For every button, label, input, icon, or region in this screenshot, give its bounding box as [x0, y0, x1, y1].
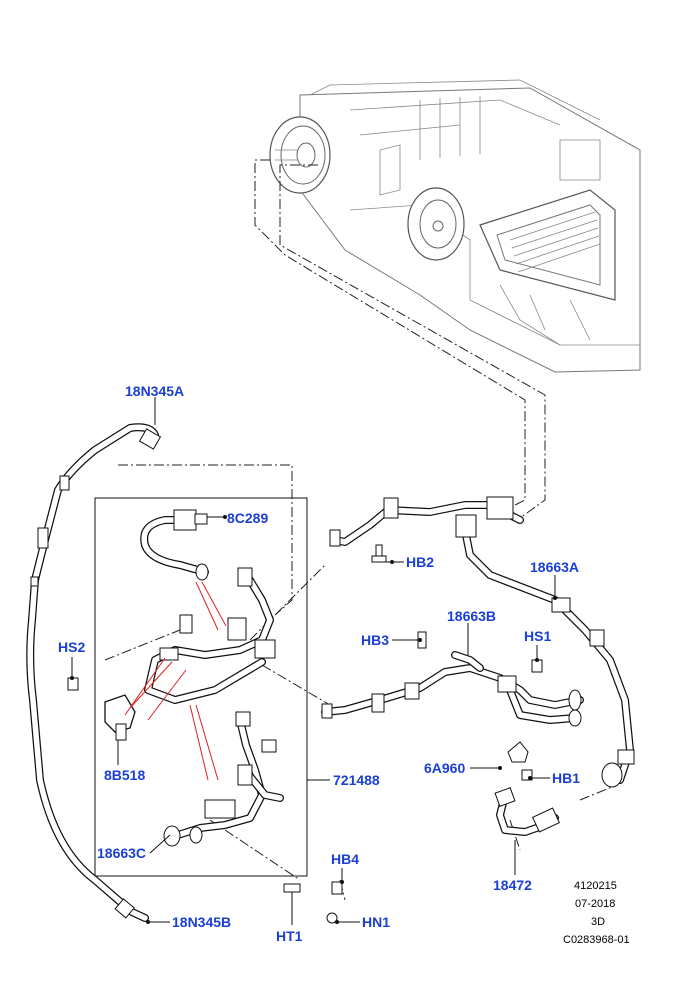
label-18663B: 18663B [447, 608, 496, 624]
label-8C289: 8C289 [227, 510, 268, 526]
label-721488: 721488 [333, 772, 380, 788]
meta-date: 07-2018 [575, 898, 615, 910]
label-8B518: 8B518 [104, 767, 145, 783]
label-HS1: HS1 [524, 628, 551, 644]
fasteners [67, 544, 543, 924]
part-labels: 18N345A 8C289 HB2 18663A 18663B HB3 HS1 … [58, 383, 580, 944]
hose-18663C [163, 711, 284, 847]
hose-18663B [321, 651, 584, 727]
label-HB2: HB2 [406, 554, 434, 570]
valve-8B518 [104, 694, 136, 741]
hose-18N345 [26, 423, 162, 922]
label-18N345B: 18N345B [172, 914, 231, 930]
diagram-meta: 4120215 07-2018 3D C0283968-01 [563, 880, 630, 946]
bracket-6A960 [507, 741, 529, 763]
hvac-unit-illustration [269, 79, 641, 373]
meta-view: 3D [591, 916, 605, 928]
label-HT1: HT1 [276, 928, 303, 944]
label-HB1: HB1 [552, 770, 580, 786]
label-HB4: HB4 [331, 851, 359, 867]
assembly-box-721488 [94, 497, 308, 877]
red-callout-lines [124, 581, 227, 781]
label-HB3: HB3 [361, 632, 389, 648]
leader-lines [70, 397, 557, 925]
label-18N345A: 18N345A [125, 383, 184, 399]
label-6A960: 6A960 [424, 760, 465, 776]
hose-8C289 [140, 509, 209, 581]
hose-upper-manifold [144, 567, 276, 704]
hose-18663A [329, 496, 635, 788]
label-HN1: HN1 [362, 914, 390, 930]
label-18663C: 18663C [97, 845, 146, 861]
meta-ref: C0283968-01 [563, 934, 630, 946]
label-18472: 18472 [493, 877, 532, 893]
hose-18472 [494, 787, 561, 836]
meta-code: 4120215 [574, 880, 617, 892]
label-HS2: HS2 [58, 639, 85, 655]
label-18663A: 18663A [530, 559, 579, 575]
